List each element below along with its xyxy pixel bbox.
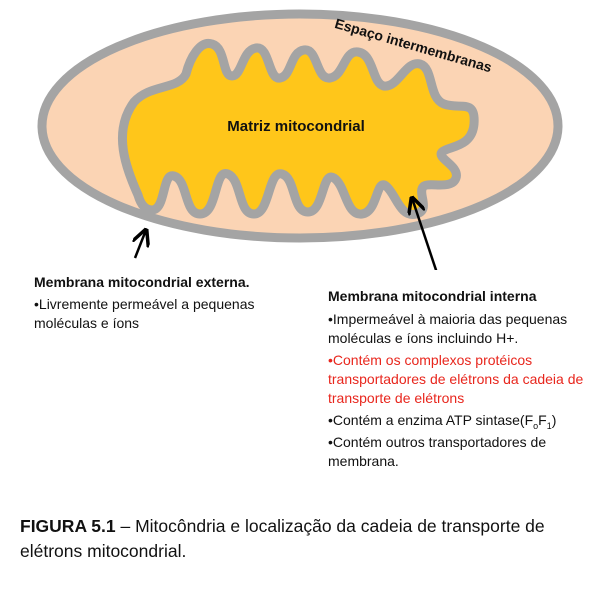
outer-membrane-point: •Livremente permeável a pequenas molécul… [34,296,255,331]
point-3-prefix: •Contém a enzima ATP sintase(F [328,412,534,428]
figure-caption-label: FIGURA 5.1 [20,516,116,536]
outer-membrane-description: Membrana mitocondrial externa. •Livremen… [34,273,304,333]
inner-membrane-arrow [412,198,438,270]
figure-caption-text: – Mitocôndria e localização da cadeia de… [20,516,545,561]
point-3-mid: F [538,412,547,428]
inner-membrane-point-4: •Contém outros transportadores de membra… [328,434,547,469]
outer-membrane-arrow [135,230,146,259]
matrix-label: Matriz mitocondrial [227,118,365,135]
outer-membrane-title: Membrana mitocondrial externa. [34,274,250,290]
point-3-subscript-1: 1 [546,420,552,431]
inner-membrane-title: Membrana mitocondrial interna [328,288,537,304]
inner-membrane-description: Membrana mitocondrial interna •Impermeáv… [328,287,590,471]
point-3-subscript-o: o [533,420,539,431]
inner-membrane-matrix [117,39,479,219]
inner-membrane-point-2: •Contém os complexos protéicos transport… [328,352,584,406]
figure-caption: FIGURA 5.1 – Mitocôndria e localização d… [20,514,590,564]
inner-membrane-point-3: •Contém a enzima ATP sintase(FoF1) [328,411,590,430]
inner-membrane-point-1: •Impermeável à maioria das pequenas molé… [328,311,568,346]
mitochondrion-diagram: Matriz mitocondrial Espaço intermembrana… [37,9,563,270]
point-3-suffix: ) [551,412,557,428]
